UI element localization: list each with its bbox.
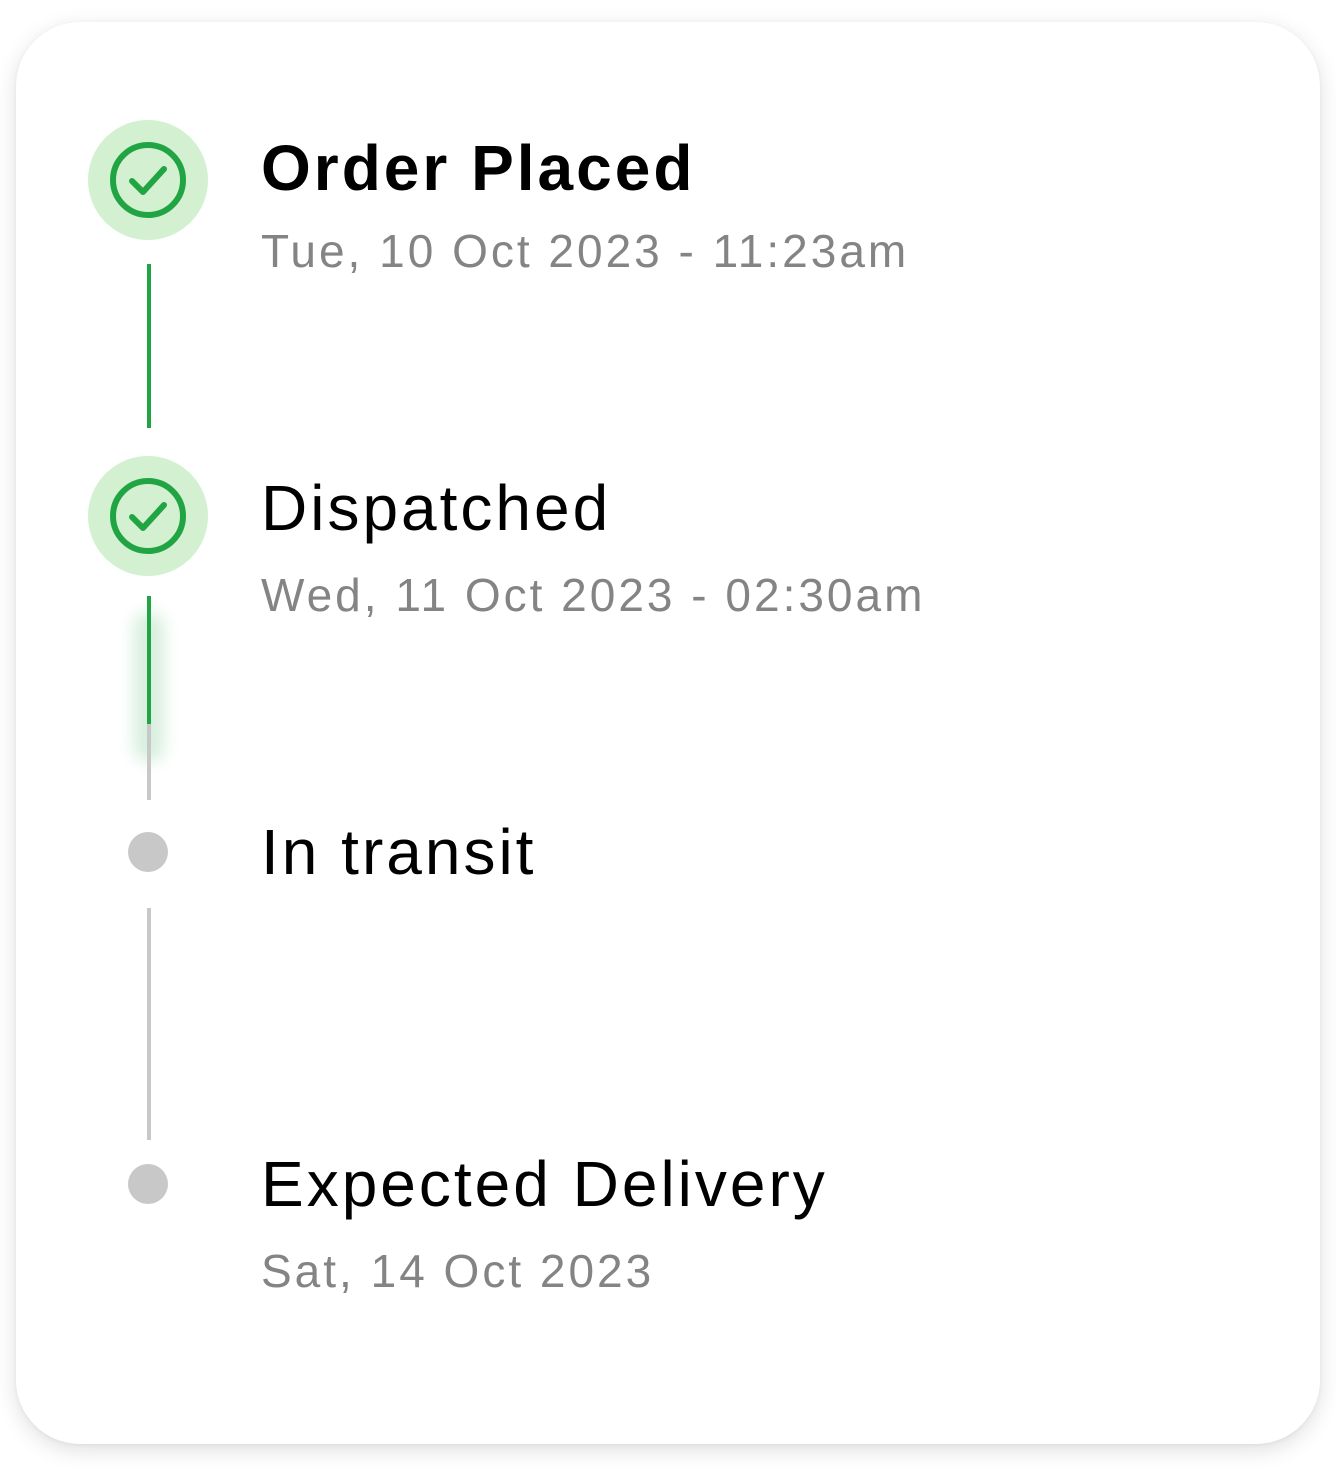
timeline-connector-pending xyxy=(147,908,151,1140)
step-timestamp: Sat, 14 Oct 2023 xyxy=(261,1245,655,1297)
timeline-connector-completed xyxy=(147,596,151,724)
pending-dot-icon xyxy=(128,1164,168,1204)
order-tracking-card: Order Placed Tue, 10 Oct 2023 - 11:23am … xyxy=(16,22,1320,1444)
step-title: Dispatched xyxy=(261,472,612,544)
check-circle-icon xyxy=(110,142,186,218)
step-marker xyxy=(88,120,208,240)
step-marker xyxy=(88,456,208,576)
pending-dot-icon xyxy=(128,832,168,872)
step-timestamp: Tue, 10 Oct 2023 - 11:23am xyxy=(261,225,910,277)
step-title: Order Placed xyxy=(261,132,696,204)
step-timestamp: Wed, 11 Oct 2023 - 02:30am xyxy=(261,569,926,621)
step-title: Expected Delivery xyxy=(261,1148,828,1220)
timeline-connector-pending xyxy=(147,724,151,800)
timeline-connector-completed xyxy=(147,264,151,428)
step-title: In transit xyxy=(261,816,537,888)
check-circle-icon xyxy=(110,478,186,554)
